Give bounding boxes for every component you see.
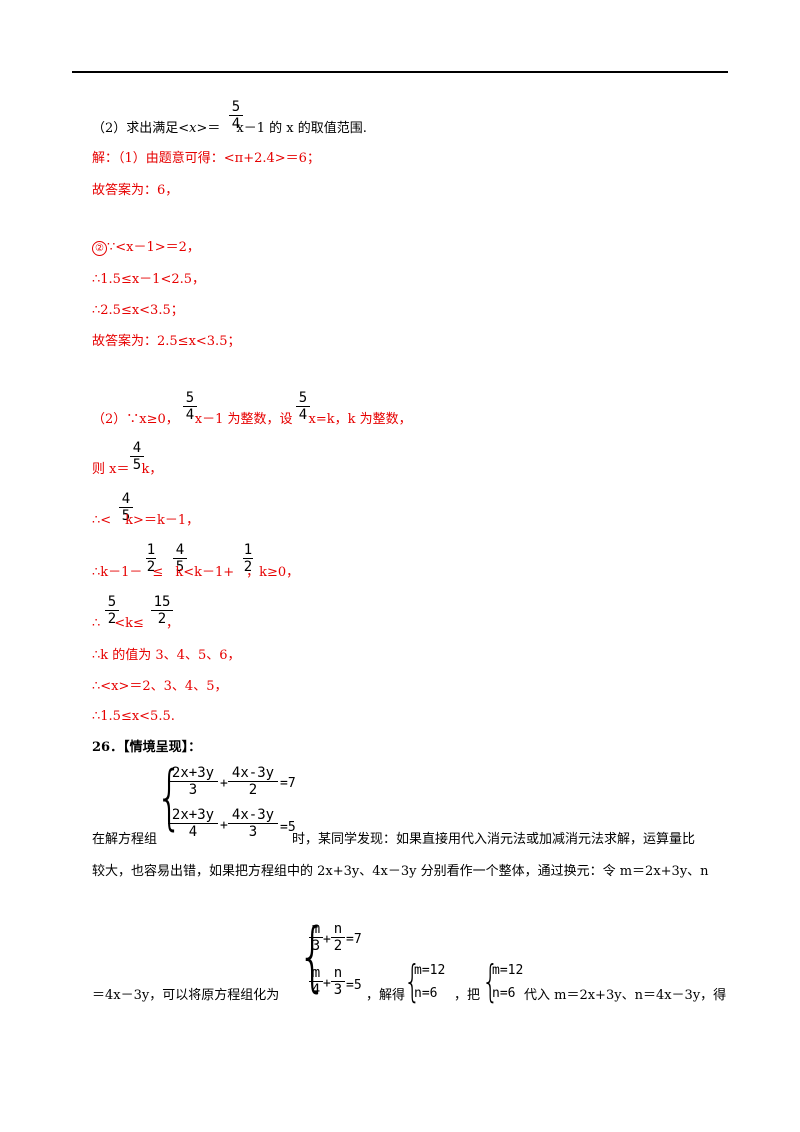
x-range-line: ∴1.5≤x<5.5. — [92, 709, 175, 724]
q26-line-3b: ，解得 — [366, 988, 406, 1003]
solution-brace-1: { — [404, 956, 421, 1007]
solution-n: n=6 — [414, 986, 438, 1001]
sys2-eq1-plus: + — [323, 932, 331, 947]
system-2-brace: { — [298, 911, 328, 1000]
solution-1: 解：（1）由题意可得：<π+2.4>＝6； — [92, 151, 320, 166]
system-brace: { — [156, 756, 183, 838]
step-2-line-2: ∴1.5≤x－1<2.5， — [92, 272, 206, 287]
q26-line-2: 较大，也容易出错，如果把方程组中的 2x+3y、4x－3y 分别看作一个整体，通… — [92, 864, 709, 879]
sys2-eq1-result: =7 — [346, 932, 362, 947]
solution-m: m=12 — [414, 963, 446, 978]
solution-m-2: m=12 — [492, 963, 524, 978]
step-2-line-3: ∴2.5≤x<3.5； — [92, 303, 184, 318]
answer-1: 故答案为：6， — [92, 183, 179, 198]
q26-line-3c: ，把 — [454, 988, 481, 1003]
header-rule — [72, 71, 728, 73]
k-values-line: ∴k 的值为 3、4、5、6， — [92, 648, 241, 663]
q26-intro: 在解方程组 — [92, 832, 158, 847]
eq2-plus: + — [220, 818, 228, 833]
q26-line-3d: 代入 m＝2x+3y、n＝4x－3y，得 — [524, 988, 727, 1003]
question-2-line: （2）求出满足<x>＝x－1 的 x 的取值范围. — [92, 121, 367, 136]
q26-line-1: 时，某同学发现：如果直接用代入消元法或加减消元法求解，运算量比 — [292, 832, 696, 847]
solution-brace-2: { — [482, 956, 499, 1007]
x-floor-values-line: ∴<x>＝2、3、4、5， — [92, 679, 228, 694]
solution-n-2: n=6 — [492, 986, 516, 1001]
sys2-eq2-plus: + — [323, 976, 331, 991]
sys2-eq2-result: =5 — [346, 978, 362, 993]
step-2-line-4: 故答案为：2.5≤x<3.5； — [92, 334, 241, 349]
inequality-line: ∴k－1－≤k<k－1+，k≥0， — [92, 565, 300, 580]
eq1-result: =7 — [280, 776, 296, 791]
k-range-line: ∴<k≤， — [92, 616, 179, 631]
then-x-line: 则 x＝k， — [92, 462, 163, 477]
eq2-result: =5 — [280, 820, 296, 835]
question-26-heading: 26．【情境呈现】： — [92, 740, 202, 755]
floor-line: ∴<k>＝k－1， — [92, 513, 200, 528]
eq1-plus: + — [220, 776, 228, 791]
step-2-line-1: ②∵<x－1>＝2， — [92, 240, 200, 256]
q26-line-3a: ＝4x－3y，可以将原方程组化为 — [92, 988, 280, 1003]
